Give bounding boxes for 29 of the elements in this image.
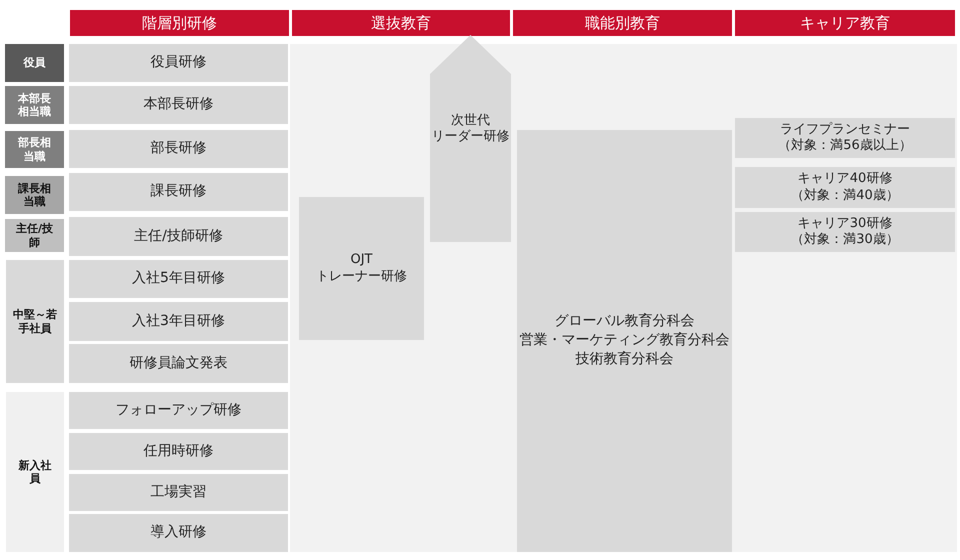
course-box: 入社5年目研修 [69,260,288,298]
category-header: 職能別教育 [513,10,732,36]
course-box: 課長研修 [69,173,288,211]
level-label: 部長相当職 [5,131,64,168]
course-box: 研修員論文発表 [69,344,288,383]
level-label: 役員 [5,44,64,82]
course-box: 役員研修 [69,44,288,82]
category-header: キャリア教育 [735,10,955,36]
course-box: 任用時研修 [69,433,288,470]
arrow-box: 次世代 リーダー研修 [430,35,511,242]
course-box: 本部長研修 [69,86,288,124]
course-box: グローバル教育分科会 営業・マーケティング教育分科会 技術教育分科会 [517,130,732,552]
course-box: 入社3年目研修 [69,302,288,341]
course-box: フォローアップ研修 [69,392,288,429]
course-box: 主任/技師研修 [69,217,288,256]
category-header: 階層別研修 [70,10,289,36]
level-label: 中堅～若手社員 [6,260,64,383]
course-box: ライフプランセミナー （対象：満56歳以上） [735,118,955,158]
course-box: 工場実習 [69,474,288,511]
level-label: 課長相当職 [5,176,64,214]
level-label: 新入社員 [6,392,64,552]
level-label: 本部長相当職 [5,86,64,124]
course-box: OJT トレーナー研修 [299,197,424,340]
course-box: 部長研修 [69,130,288,168]
course-box: 導入研修 [69,514,288,552]
course-box: キャリア30研修 （対象：満30歳） [735,212,955,252]
course-box: キャリア40研修 （対象：満40歳） [735,167,955,208]
level-label: 主任/技師 [5,219,64,252]
category-header: 選抜教育 [292,10,510,36]
